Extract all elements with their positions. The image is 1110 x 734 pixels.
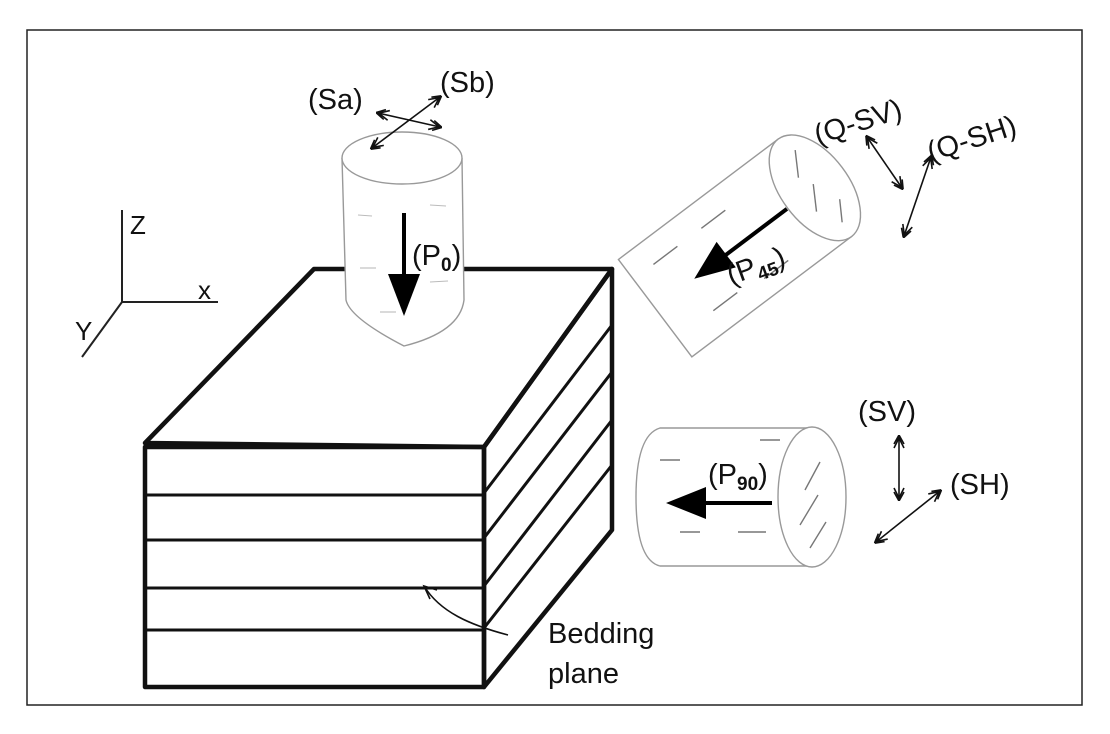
layered-block xyxy=(142,266,615,690)
bedding-line xyxy=(482,419,614,587)
core-90-body xyxy=(635,427,810,567)
bedding-line xyxy=(482,464,614,629)
qsh-polarization-arrow xyxy=(904,157,931,236)
sa-label: (Sa) xyxy=(308,84,363,116)
core-45-texture xyxy=(653,149,843,312)
p0-arrow-head xyxy=(388,274,420,316)
y-axis-line xyxy=(81,301,123,358)
qsh-label: (Q-SH) xyxy=(923,110,1020,169)
sh-label: (SH) xyxy=(950,469,1010,501)
sb-label: (Sb) xyxy=(440,67,495,99)
block-front-face xyxy=(142,444,487,690)
qsv-polarization-arrow xyxy=(867,137,902,188)
z-axis-label: Z xyxy=(130,210,146,240)
p0-label: (P0) xyxy=(412,240,461,276)
figure-frame xyxy=(26,29,1083,706)
bedding-pointer-head xyxy=(422,584,438,600)
bedding-label-line1: Bedding xyxy=(548,618,654,650)
bedding-line xyxy=(482,324,614,494)
core-90-end xyxy=(777,426,847,568)
bedding-layers xyxy=(145,324,614,632)
p90-label: (P90) xyxy=(708,459,768,495)
bedding-line xyxy=(482,371,614,539)
core-vertical-top xyxy=(341,131,463,185)
core-90: (P90) xyxy=(635,426,847,568)
sb-polarization-arrow xyxy=(372,97,440,148)
sv-label: (SV) xyxy=(858,396,916,428)
bedding-label-line2: plane xyxy=(548,658,619,690)
p45-arrow-head xyxy=(694,241,736,279)
core-45 xyxy=(617,134,862,358)
sh-polarization-arrow xyxy=(876,491,940,542)
p90-arrow-head xyxy=(666,487,706,519)
core-vertical-texture xyxy=(357,204,449,313)
core-45-end xyxy=(768,134,862,242)
core-90-texture xyxy=(660,439,827,549)
core-vertical: (P0) (Sa) (Sb) xyxy=(308,67,495,347)
block-side-face xyxy=(481,266,615,690)
bedding-plane-pointer xyxy=(423,585,509,636)
y-axis-label: Y xyxy=(75,316,92,346)
qsv-label: (Q-SV) xyxy=(810,93,906,151)
p45-arrow-shaft xyxy=(721,207,789,259)
coordinate-axes xyxy=(81,210,218,358)
x-axis-label: x xyxy=(198,275,211,305)
